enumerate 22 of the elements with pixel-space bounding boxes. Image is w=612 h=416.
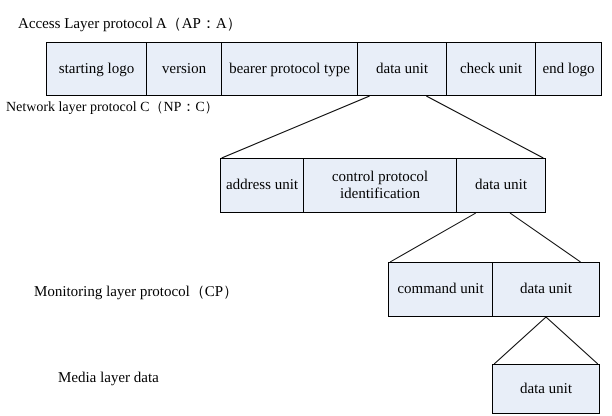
field-box: end logo <box>535 42 602 96</box>
expansion-line <box>426 96 544 158</box>
layer-title: Monitoring layer protocol（CP） <box>34 283 238 301</box>
field-box: starting logo <box>46 42 147 96</box>
field-box: data unit <box>357 42 447 96</box>
field-box: command unit <box>388 262 493 317</box>
expansion-line <box>546 316 598 364</box>
layer-title: Access Layer protocol A（AP：A） <box>18 15 242 33</box>
field-box: address unit <box>220 158 304 213</box>
layer-title: Media layer data <box>58 370 159 387</box>
field-box: data unit <box>456 158 546 213</box>
field-box: data unit <box>492 364 600 414</box>
layer-title: Network layer protocol C（NP：C） <box>6 99 219 116</box>
field-box: bearer protocol type <box>221 42 358 96</box>
expansion-line <box>494 316 546 364</box>
expansion-line <box>510 212 582 262</box>
field-box: check unit <box>446 42 536 96</box>
field-box: data unit <box>492 262 600 317</box>
expansion-line <box>221 96 370 158</box>
field-box: version <box>146 42 222 96</box>
expansion-line <box>390 212 476 262</box>
field-box: control protocol identification <box>303 158 457 213</box>
